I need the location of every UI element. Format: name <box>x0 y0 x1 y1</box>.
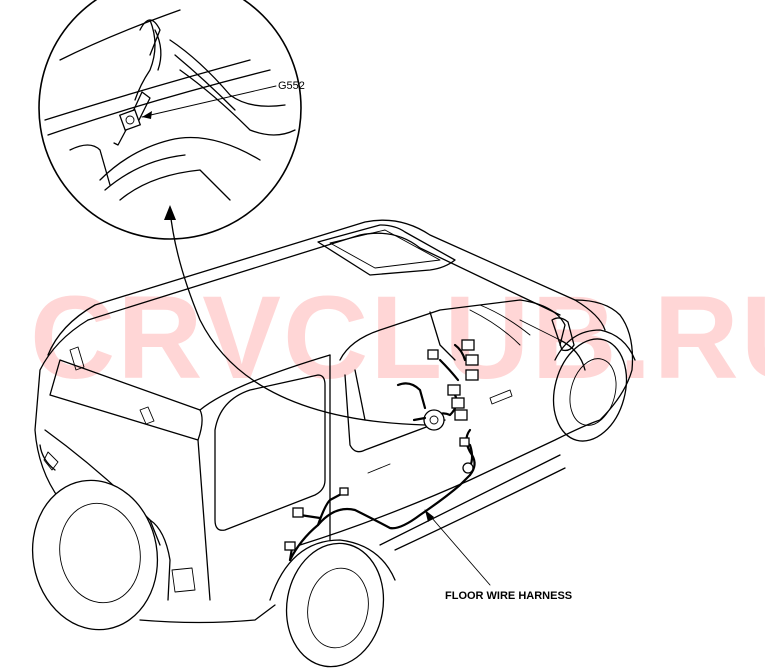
detail-pointer-arrowhead <box>164 205 176 220</box>
detail-body-panel <box>44 9 296 201</box>
detail-inset <box>38 0 302 240</box>
harness-label: FLOOR WIRE HARNESS <box>445 590 572 602</box>
ground-bolt-connector <box>423 409 445 431</box>
rear-quarter-window <box>214 374 326 531</box>
spare-tire <box>31 479 159 631</box>
harness-leader-arrowhead <box>425 510 434 522</box>
detail-pointer-curve <box>169 209 426 426</box>
harness-leader-line <box>424 509 491 586</box>
ground-terminal <box>113 19 156 146</box>
harness-main-run <box>288 473 472 562</box>
floor-wire-harness <box>284 339 479 562</box>
front-wheel <box>552 338 628 442</box>
vehicle-outline <box>31 219 636 668</box>
ground-point-label: G552 <box>278 80 305 92</box>
roof-edge <box>94 219 606 331</box>
ground-leader-line <box>141 85 277 118</box>
ground-leader-arrowhead <box>142 111 152 119</box>
side-mirror <box>551 317 575 352</box>
rear-wheel <box>285 542 385 668</box>
sunroof <box>317 224 456 276</box>
detail-circle <box>38 0 302 240</box>
watermark-text: CRVCLUB.RU <box>30 272 765 404</box>
